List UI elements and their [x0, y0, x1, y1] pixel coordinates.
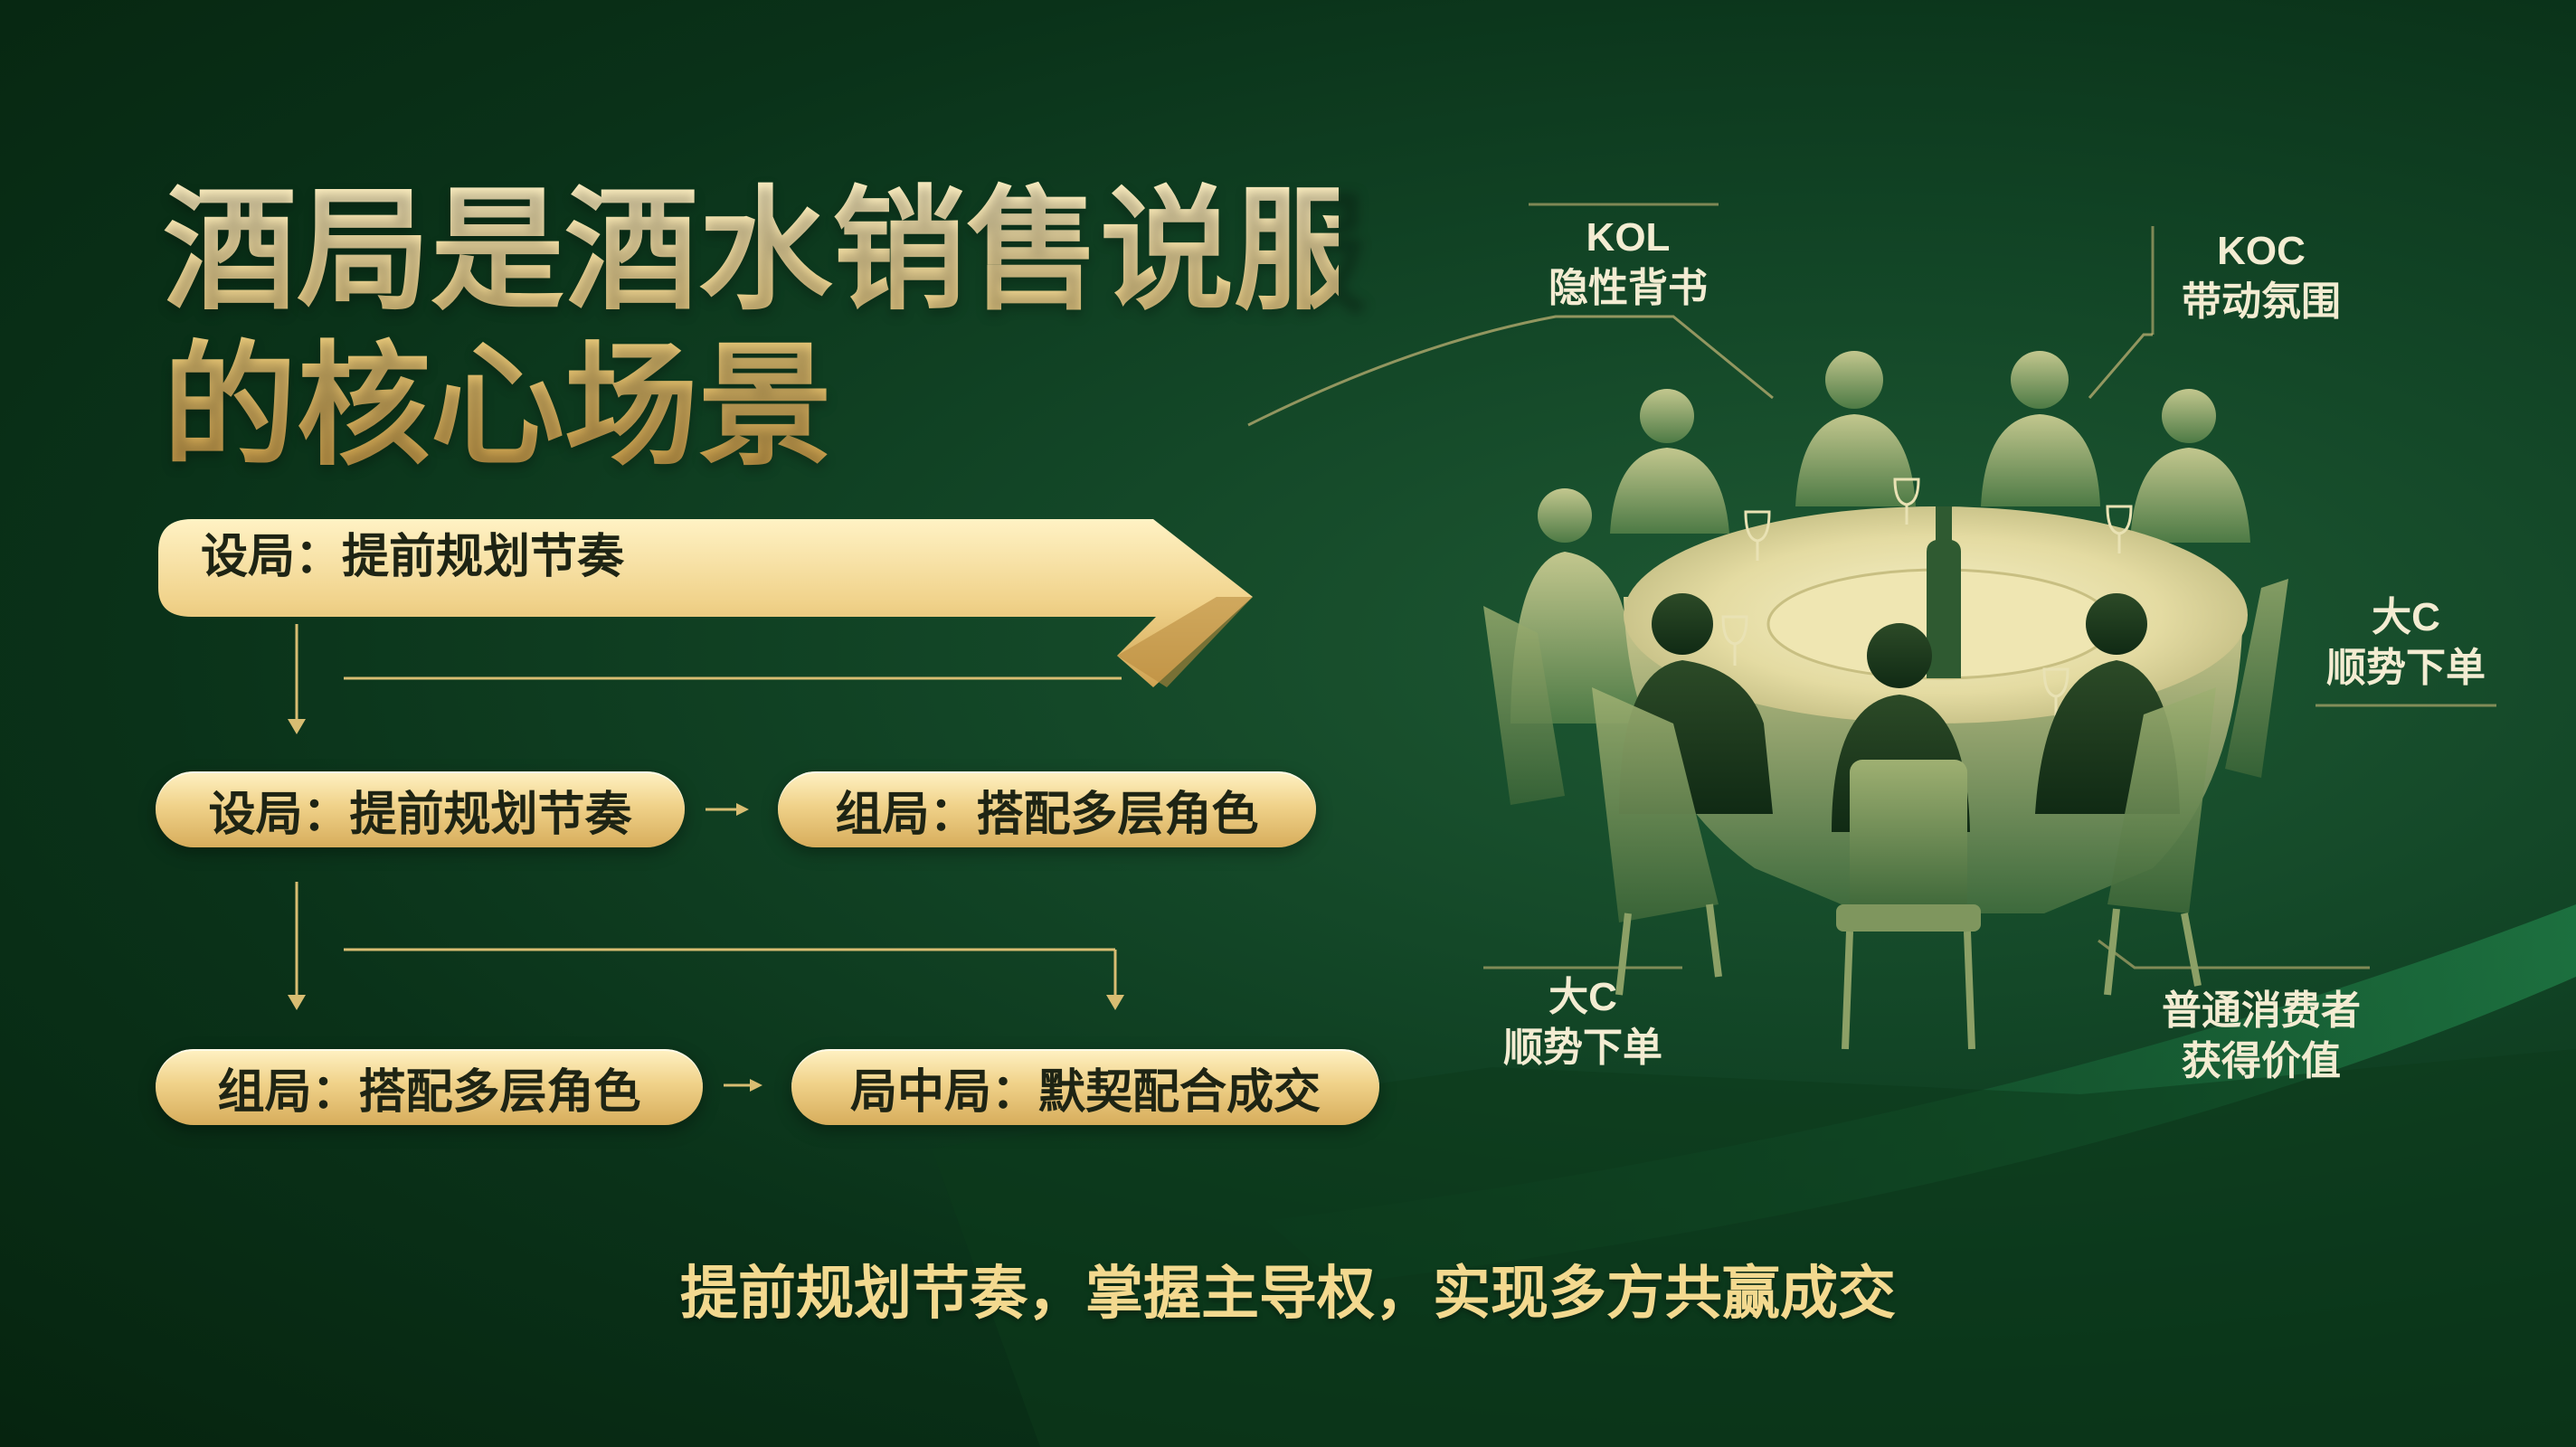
- koc-connector: [2088, 333, 2153, 399]
- role-label-bigc-left: 大C 顺势下单: [1492, 972, 1673, 1073]
- round-table-illustration: [1483, 351, 2288, 1050]
- person-back-2: [1795, 351, 1916, 506]
- chair-right-side: [2225, 579, 2288, 778]
- flow-banner-label: 设局：提前规划节奏: [201, 531, 625, 583]
- chair-right-front: [2104, 687, 2216, 996]
- floor-shadow: [932, 1049, 2576, 1447]
- role-consumer-name: 普通消费者: [2162, 988, 2361, 1033]
- kol-connector: [1247, 315, 1774, 427]
- role-bigc-right-name: 大C: [2372, 595, 2440, 639]
- person-back-3: [1981, 351, 2100, 506]
- flow-step-assemble: 组局：搭配多层角色: [778, 771, 1316, 847]
- flow-step-close-label: 局中局：默契配合成交: [849, 1065, 1321, 1119]
- flow-step-assemble-label: 组局：搭配多层角色: [835, 788, 1259, 841]
- role-koc-desc: 带动氛围: [2182, 279, 2341, 324]
- flow-step-setup-label: 设局：提前规划节奏: [208, 788, 632, 841]
- role-bigc-left-desc: 顺势下单: [1503, 1026, 1662, 1070]
- flow-step-assemble-2-label: 组局：搭配多层角色: [217, 1065, 641, 1119]
- wine-bottle-icon: [1927, 506, 1961, 678]
- role-bigc-right-desc: 顺势下单: [2326, 646, 2486, 690]
- flow-step-close: 局中局：默契配合成交: [791, 1049, 1379, 1125]
- flow-step-setup: 设局：提前规划节奏: [156, 771, 685, 847]
- footer-tagline: 提前规划节奏，掌握主导权，实现多方共赢成交: [680, 1261, 1896, 1326]
- flow-connectors: [288, 624, 1124, 1092]
- role-label-koc: KOC 带动氛围: [2162, 226, 2361, 327]
- role-bigc-left-name: 大C: [1548, 975, 1617, 1019]
- title-line-2: 的核心场景: [163, 326, 832, 484]
- person-back-4: [2130, 389, 2250, 543]
- role-label-consumer: 普通消费者 获得价值: [2144, 986, 2379, 1087]
- chair-left-side: [1483, 606, 1565, 805]
- title-line-1: 酒局是酒水销售说服: [163, 171, 1368, 328]
- chair-center-front: [1836, 760, 1981, 1050]
- role-koc-name: KOC: [2217, 229, 2306, 273]
- role-label-kol: KOL 隐性背书: [1538, 213, 1719, 314]
- person-back-1: [1610, 389, 1729, 534]
- role-consumer-desc: 获得价值: [2182, 1039, 2341, 1083]
- flow-step-assemble-2: 组局：搭配多层角色: [156, 1049, 703, 1125]
- page-title: 酒局是酒水销售说服 的核心场景: [163, 171, 1368, 484]
- role-kol-name: KOL: [1586, 215, 1671, 260]
- chair-left-front: [1592, 687, 1722, 996]
- role-label-bigc-right: 大C 顺势下单: [2316, 592, 2496, 694]
- role-kol-desc: 隐性背书: [1548, 266, 1708, 310]
- consumer-connector: [2098, 939, 2370, 969]
- banner-arrow-tip: [1117, 597, 1253, 687]
- banner-arrow-shape: [158, 519, 1253, 687]
